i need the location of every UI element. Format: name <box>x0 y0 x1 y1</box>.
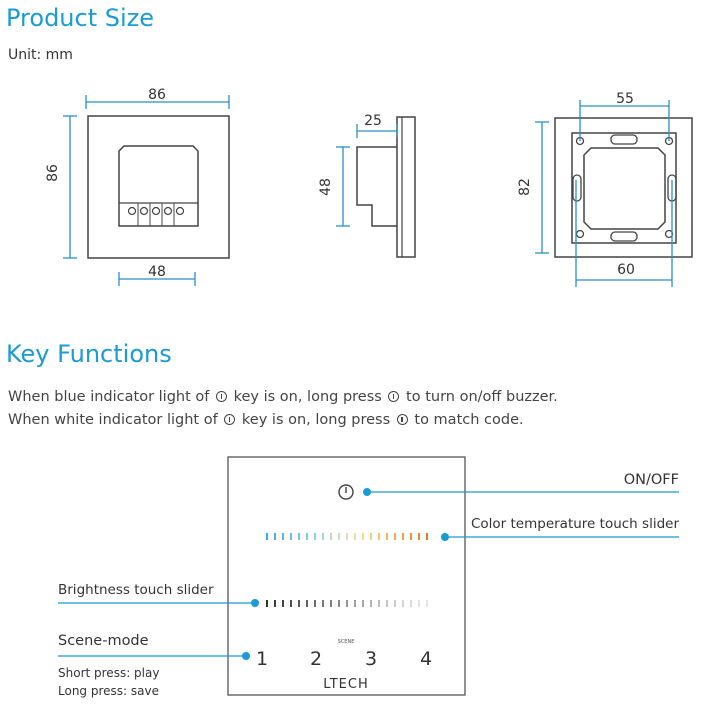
scene-key-3: 3 <box>365 648 377 670</box>
front-inner-width-label: 48 <box>148 264 166 280</box>
brand-logo: LTECH <box>323 677 368 692</box>
callout-scene-mode: Scene-mode <box>58 633 149 649</box>
power-icon <box>388 391 400 402</box>
scene-key-4: 4 <box>420 648 432 670</box>
brightness-slider <box>266 600 428 607</box>
scene-key-2: 2 <box>310 648 322 670</box>
callout-lines <box>58 488 679 660</box>
line2-part-c: to match code. <box>414 412 524 428</box>
back-height-label: 82 <box>517 178 533 196</box>
key-functions-title: Key Functions <box>6 340 172 368</box>
front-view-drawing <box>87 115 230 259</box>
long-press-note: Long press: save <box>58 684 159 698</box>
callout-brightness: Brightness touch slider <box>58 582 214 598</box>
key-function-line-1: When blue indicator light of key is on, … <box>8 389 558 405</box>
line2-part-b: key is on, long press <box>241 412 391 428</box>
side-height-label: 48 <box>318 178 334 196</box>
line1-part-b: key is on, long press <box>233 389 382 405</box>
panel-outline <box>227 456 466 696</box>
power-icon <box>396 414 408 425</box>
product-size-title: Product Size <box>6 4 155 32</box>
front-dimension-lines <box>63 95 230 286</box>
unit-label: Unit: mm <box>8 47 73 63</box>
back-bottom-width-label: 60 <box>617 262 635 278</box>
side-depth-label: 25 <box>364 113 382 129</box>
callout-on-off: ON/OFF <box>623 472 679 488</box>
front-width-label: 86 <box>148 87 166 103</box>
scene-key-1: 1 <box>256 648 268 670</box>
line2-part-a: When white indicator light of <box>8 412 218 428</box>
key-function-line-2: When white indicator light of key is on,… <box>8 412 524 428</box>
dimension-drawings: 86 86 48 25 48 <box>45 87 693 287</box>
line1-part-a: When blue indicator light of <box>8 389 210 405</box>
callout-color-temperature: Color temperature touch slider <box>470 516 679 532</box>
back-dimension-lines <box>535 100 673 287</box>
power-icon <box>224 414 236 425</box>
short-press-note: Short press: play <box>58 666 160 680</box>
line1-part-c: to turn on/off buzzer. <box>406 389 558 405</box>
back-hole-spacing-label: 55 <box>616 91 634 107</box>
front-height-label: 86 <box>45 164 61 182</box>
panel-illustration: SCENE 1 2 3 4 LTECH <box>58 456 679 696</box>
back-view-drawing <box>554 117 693 258</box>
side-dimension-lines <box>336 124 398 227</box>
side-view-drawing <box>356 116 416 258</box>
power-button-icon <box>338 484 354 500</box>
power-icon <box>215 391 227 402</box>
scene-label: SCENE <box>338 639 355 645</box>
color-temperature-slider <box>266 533 428 540</box>
